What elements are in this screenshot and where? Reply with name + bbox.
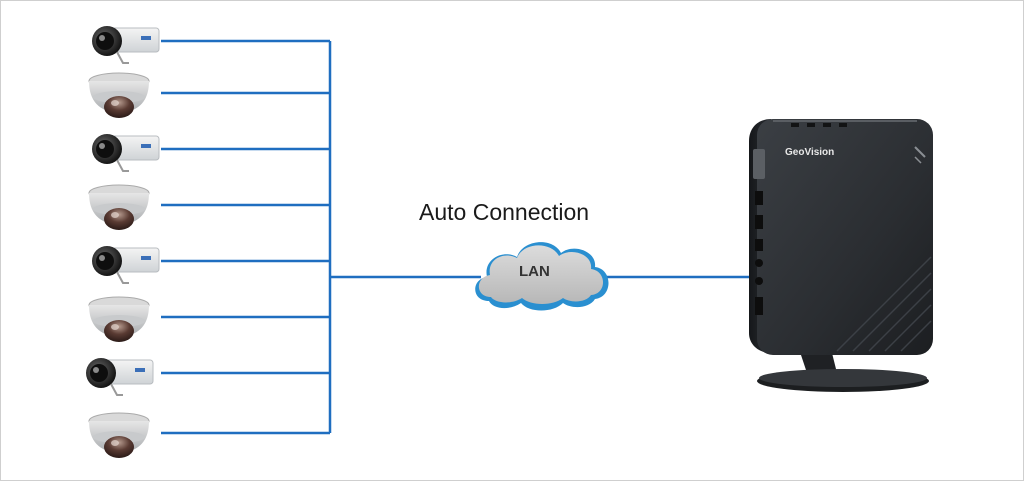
- dome-camera-icon: [88, 296, 150, 342]
- box-camera-icon: [92, 26, 160, 64]
- camera-column: [86, 26, 160, 458]
- box-camera-icon: [92, 246, 160, 284]
- nvr-device: [749, 119, 933, 392]
- connection-lines: [161, 39, 753, 435]
- dome-camera-icon: [88, 412, 150, 458]
- dome-camera-icon: [88, 184, 150, 230]
- box-camera-icon: [86, 358, 154, 396]
- diagram-caption: Auto Connection: [419, 199, 590, 225]
- lan-cloud-icon: [475, 242, 609, 311]
- box-camera-icon: [92, 134, 160, 172]
- device-brand-logo: GeoVision: [785, 147, 835, 158]
- cloud-label: LAN: [519, 263, 550, 280]
- dome-camera-icon: [88, 72, 150, 118]
